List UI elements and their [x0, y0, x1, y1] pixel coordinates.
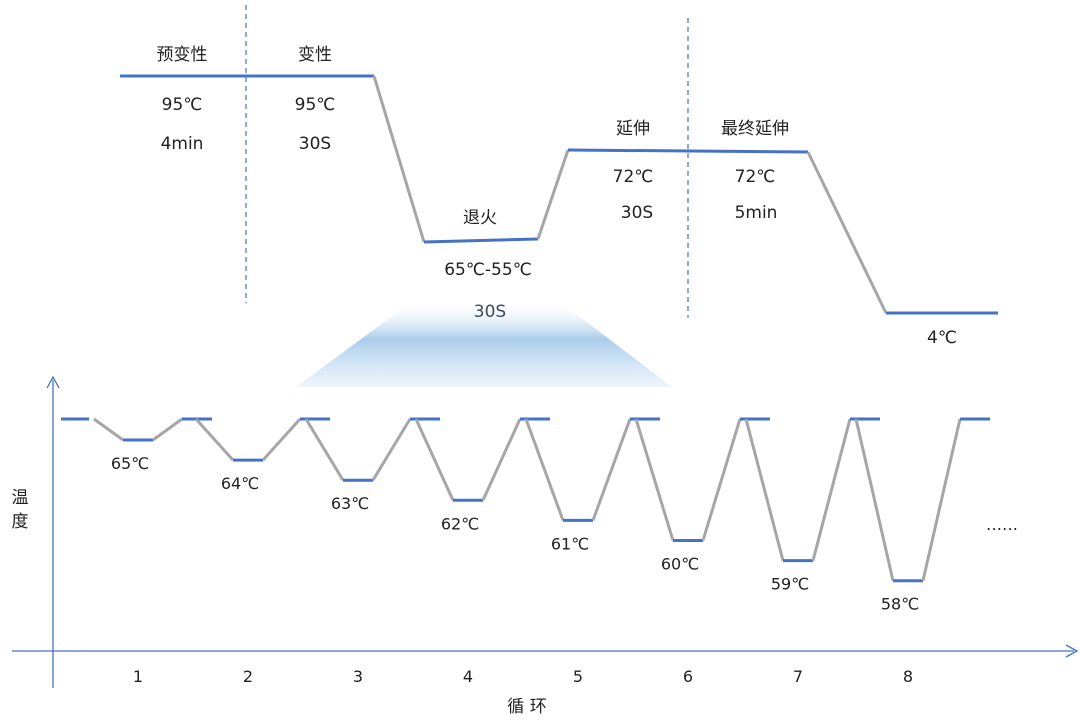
y-axis-label-2: 度: [12, 512, 29, 532]
stage-predenature-time: 4min: [161, 134, 204, 154]
ramp-up-cycle-4: [481, 418, 522, 501]
stage-extend-time: 30S: [621, 203, 653, 223]
anneal-temp-label: 60℃: [661, 555, 699, 574]
ramp-up-cycle-6: [701, 418, 742, 541]
y-axis-arrowhead: [46, 375, 60, 389]
y-axis-label-1: 温: [12, 488, 29, 508]
segment-anneal: [423, 237, 539, 244]
anneal-temp-label: 63℃: [331, 494, 369, 513]
ramp-down-cycle-4: [414, 418, 455, 501]
ramp-down-cycle-7: [744, 418, 785, 561]
anneal-temp-label: 64℃: [221, 474, 259, 493]
ramp-up-cycle-1: [152, 417, 183, 442]
cycle-number: 1: [133, 667, 143, 686]
ramp-up-cycle-5: [591, 418, 632, 521]
stage-final-extend-name: 最终延伸: [721, 119, 789, 139]
ramp-down-cycle-5: [524, 418, 565, 521]
cycle-number: 6: [683, 667, 693, 686]
ramp-down-cycle-8: [854, 418, 895, 582]
stage-anneal-temp: 65℃-55℃: [444, 260, 532, 280]
ramp-down-cycle-6: [634, 418, 675, 541]
anneal-temp-label: 58℃: [881, 595, 919, 614]
x-axis-arrowhead: [1065, 644, 1079, 658]
anneal-temp-label: 65℃: [111, 454, 149, 473]
stage-final-extend-time: 5min: [735, 203, 778, 223]
ramp-down-cycle-3: [304, 418, 345, 481]
cycle-layer: 65℃ 1 64℃ 2 63℃ 3 62℃ 4 61℃ 5 60℃ 6 59℃ 7 58℃ 8: [61, 417, 990, 686]
cycle-number: 2: [243, 667, 253, 686]
stage-predenature-temp: 95℃: [162, 95, 203, 115]
segment-extend: [567, 148, 809, 154]
stage-final-extend-temp: 72℃: [735, 167, 776, 187]
ramp-up-cycle-7: [811, 418, 852, 561]
zoom-highlight: [296, 300, 672, 387]
ramp-up-cycle-3: [371, 418, 412, 481]
stage-denature-name: 变性: [298, 45, 332, 65]
cycle-number: 4: [463, 667, 473, 686]
anneal-temp-label: 61℃: [551, 534, 589, 553]
x-axis-label: 循 环: [507, 697, 546, 717]
ramp-down-cycle-1: [93, 417, 124, 442]
thermal-profile: 预变性 95℃ 4min 变性 95℃ 30S 退火 65℃-55℃ 30S 延…: [120, 5, 998, 387]
cycle-number: 7: [793, 667, 803, 686]
stage-denature-temp: 95℃: [295, 95, 336, 115]
stage-hold-temp: 4℃: [927, 328, 957, 348]
ramp-down-cycle-2: [194, 417, 235, 462]
stage-denature-time: 30S: [299, 134, 331, 154]
cycle-number: 8: [903, 667, 913, 686]
stage-extend-name: 延伸: [616, 119, 650, 139]
ramp-up-cycle-8: [921, 418, 962, 582]
ramp-up-cycle-2: [261, 417, 302, 462]
anneal-temp-label: 59℃: [771, 575, 809, 594]
ramp-up-to-extend: [536, 149, 570, 240]
stage-predenature-name: 预变性: [157, 45, 208, 65]
ellipsis: ……: [986, 515, 1018, 534]
cycle-number: 5: [573, 667, 583, 686]
cycle-number: 3: [353, 667, 363, 686]
anneal-temp-label: 62℃: [441, 514, 479, 533]
stage-anneal-time: 30S: [474, 302, 506, 322]
touchdown-chart: 温 度 循 环 65℃ 1 64℃ 2 63℃ 3 62℃ 4 61℃ 5 60℃ 6 59℃ 7 58℃ 8…: [12, 375, 1079, 717]
ramp-down-to-hold: [806, 151, 888, 314]
ramp-down-to-anneal: [372, 75, 426, 243]
stage-extend-temp: 72℃: [613, 167, 654, 187]
stage-anneal-name: 退火: [463, 208, 497, 228]
